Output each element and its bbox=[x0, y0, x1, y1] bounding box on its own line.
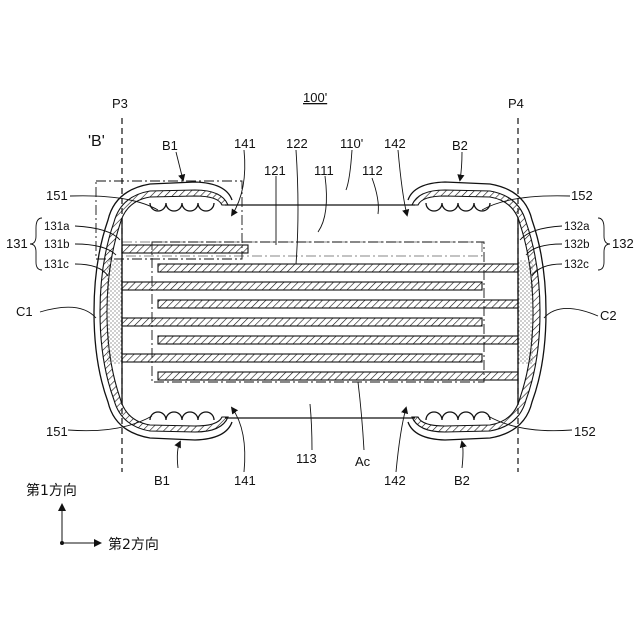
b2-top-label: B2 bbox=[452, 138, 468, 153]
l113-label: 113 bbox=[296, 451, 317, 466]
b2-bottom-label: B2 bbox=[454, 473, 470, 488]
internal-electrodes bbox=[122, 245, 518, 380]
l142-bottom-label: 142 bbox=[384, 473, 406, 488]
l131a-label: 131a bbox=[44, 221, 70, 233]
c2-label: C2 bbox=[600, 308, 617, 323]
l132a-label: 132a bbox=[564, 221, 590, 233]
ceramic-body bbox=[225, 205, 415, 418]
l121-label: 121 bbox=[264, 163, 286, 178]
l131b-label: 131b bbox=[44, 239, 70, 251]
l141-bottom-label: 141 bbox=[234, 473, 256, 488]
first-direction-label: 第1方向 bbox=[26, 482, 77, 499]
right-electrode-inner-layer bbox=[518, 260, 533, 364]
l151-bottom-label: 151 bbox=[46, 424, 68, 439]
l142-top-label: 142 bbox=[384, 136, 406, 151]
l112-label: 112 bbox=[362, 163, 383, 178]
l131c-label: 131c bbox=[44, 259, 69, 271]
detail-callout-label: 'B' bbox=[88, 133, 105, 150]
l132c-label: 132c bbox=[564, 259, 589, 271]
c1-label: C1 bbox=[16, 304, 33, 319]
figure-title: 100' bbox=[303, 90, 327, 105]
b1-bottom-label: B1 bbox=[154, 473, 170, 488]
b1-top-label: B1 bbox=[162, 138, 178, 153]
l152-top-label: 152 bbox=[571, 188, 593, 203]
left-electrode-inner-layer bbox=[107, 260, 122, 364]
l110-label: 110' bbox=[340, 136, 363, 151]
l152-bottom-label: 152 bbox=[574, 424, 596, 439]
l151-top-label: 151 bbox=[46, 188, 68, 203]
bumps-152-top bbox=[426, 203, 490, 211]
bumps-152-bottom bbox=[426, 412, 490, 420]
l132b-label: 132b bbox=[564, 239, 590, 251]
ac-label: Ac bbox=[355, 454, 371, 469]
l122-label: 122 bbox=[286, 136, 308, 151]
bumps-151-bottom bbox=[150, 412, 214, 420]
bumps-151-top bbox=[150, 203, 214, 211]
group-131-label: 131 bbox=[6, 236, 28, 251]
second-direction-label: 第2方向 bbox=[108, 536, 159, 553]
plane-p3-label: P3 bbox=[112, 96, 128, 111]
plane-p4-label: P4 bbox=[508, 96, 524, 111]
l111-label: 111 bbox=[314, 163, 334, 178]
l141-top-label: 141 bbox=[234, 136, 256, 151]
group-132-label: 132 bbox=[612, 236, 634, 251]
direction-axes bbox=[60, 505, 100, 545]
